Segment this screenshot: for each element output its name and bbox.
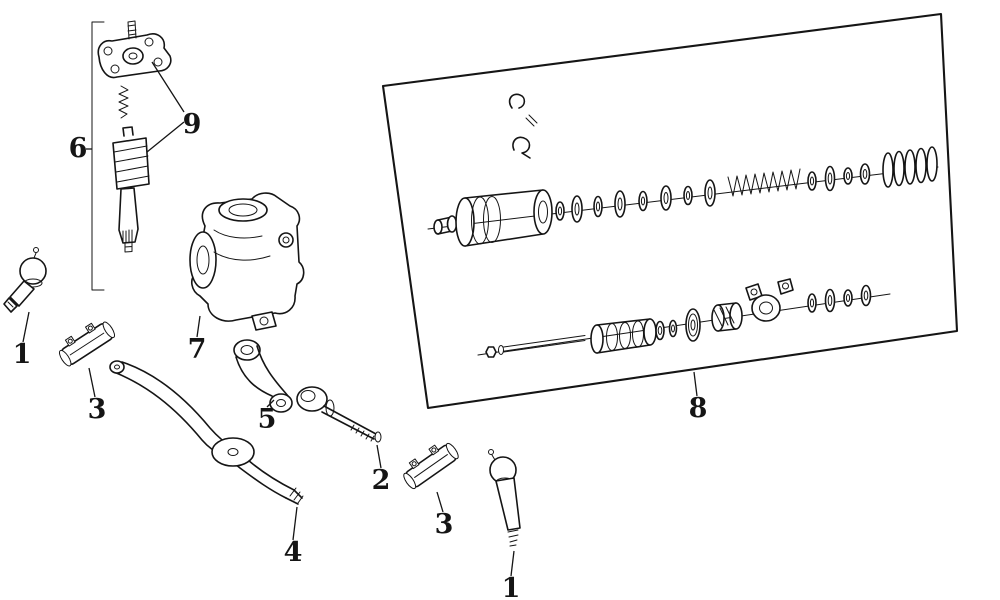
callout-label-3-right: 3 xyxy=(435,509,454,540)
kit-boundary-box xyxy=(381,12,959,410)
leader-line xyxy=(266,399,275,408)
leader-line xyxy=(436,491,444,513)
worm-shaft-group xyxy=(91,20,172,291)
tie-rod-end-bottom xyxy=(488,449,521,547)
callout-label-4: 4 xyxy=(284,537,303,568)
leader-line xyxy=(146,61,185,153)
adjusting-sleeve-right xyxy=(403,442,459,490)
pitman-arm xyxy=(233,339,293,413)
callout-7: 7 xyxy=(188,315,207,365)
callout-8: 8 xyxy=(689,371,708,424)
adjusting-sleeve-left xyxy=(58,321,116,367)
callout-6: 6 xyxy=(69,133,92,164)
callout-label-1-left: 1 xyxy=(13,339,32,370)
callout-label-3-left: 3 xyxy=(88,394,107,425)
callout-2: 2 xyxy=(372,444,391,496)
leader-line xyxy=(510,550,515,577)
callouts: 6 9 7 5 1 3 4 2 xyxy=(13,61,708,600)
leader-line xyxy=(693,371,698,397)
leader-line xyxy=(292,506,298,541)
callout-9: 9 xyxy=(146,61,202,153)
steering-gear-housing xyxy=(189,192,305,331)
callout-label-2: 2 xyxy=(372,465,391,496)
callout-1-left: 1 xyxy=(13,311,32,370)
leader-line xyxy=(196,315,201,338)
leader-line xyxy=(376,444,382,469)
callout-label-1-bottom: 1 xyxy=(502,573,521,600)
upper-shaft-assembly xyxy=(427,93,939,247)
leader-line xyxy=(22,311,30,343)
callout-5: 5 xyxy=(258,399,277,435)
tie-rod-end-left xyxy=(3,247,47,313)
callout-4: 4 xyxy=(284,506,303,568)
callout-3-left: 3 xyxy=(88,367,107,425)
center-drag-link xyxy=(109,360,304,505)
callout-label-5: 5 xyxy=(258,404,277,435)
callout-1-bottom: 1 xyxy=(502,550,521,600)
inner-tie-rod xyxy=(296,386,382,443)
callout-label-8: 8 xyxy=(689,393,708,424)
callout-3-right: 3 xyxy=(435,491,454,540)
leader-line xyxy=(88,367,96,398)
callout-label-6: 6 xyxy=(69,133,88,164)
callout-label-7: 7 xyxy=(188,334,207,365)
callout-label-9: 9 xyxy=(183,109,202,140)
lower-valve-assembly xyxy=(477,278,891,358)
